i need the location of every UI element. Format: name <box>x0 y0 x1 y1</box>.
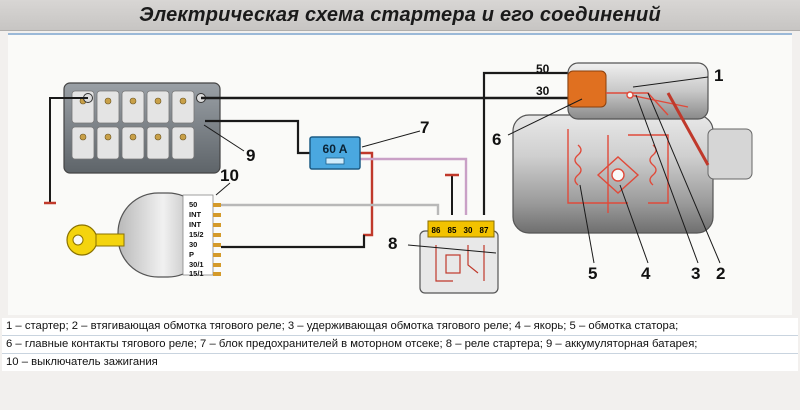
callout-5: 5 <box>588 264 597 283</box>
callout-2: 2 <box>716 264 725 283</box>
relay-pin-30: 30 <box>464 226 473 235</box>
wire-switch-30 <box>221 235 366 249</box>
switch-terminal-labels: 50 INT INT 15/2 30 P 30/1 15/1 <box>189 200 204 278</box>
switch-terminal-pins <box>213 203 221 276</box>
callout-9: 9 <box>246 146 255 165</box>
wire-relay-to-starter-50 <box>482 71 568 215</box>
switch-terminal-label: P <box>189 250 194 259</box>
battery-cells <box>71 90 195 160</box>
relay-coil-symbol <box>435 245 485 282</box>
wire-battery-to-starter-30 <box>201 93 580 100</box>
wire-switch-to-relay-85 <box>221 203 440 215</box>
diagram-panel: 60 A 86 85 30 87 50 INT INT 15/2 30 <box>8 33 792 315</box>
starter-motor <box>512 62 753 234</box>
relay-pin-85: 85 <box>448 226 457 235</box>
switch-terminal-label: 30 <box>189 240 197 249</box>
switch-terminal-label: 50 <box>189 200 197 209</box>
traction-relay-cap <box>567 70 607 108</box>
starter-nose <box>707 128 753 180</box>
ignition-switch: 50 INT INT 15/2 30 P 30/1 15/1 <box>66 192 221 278</box>
callout-4: 4 <box>641 264 651 283</box>
callout-7: 7 <box>420 118 429 137</box>
callout-10: 10 <box>220 166 239 185</box>
starter-internal-schematic <box>567 91 689 213</box>
starter-drive-lever <box>666 92 710 166</box>
wire-battery-to-fuse <box>205 119 310 155</box>
wire-fuse-to-relay-86 <box>360 157 468 215</box>
legend-line: 6 – главные контакты тягового реле; 7 – … <box>2 336 798 354</box>
ground-symbol-battery <box>44 97 88 205</box>
legend-line: 10 – выключатель зажигания <box>6 356 158 368</box>
callout-leaders <box>203 76 721 264</box>
legend-line: 1 – стартер; 2 – втягивающая обмотка тяг… <box>2 318 798 336</box>
callout-6: 6 <box>492 130 501 149</box>
callout-8: 8 <box>388 234 397 253</box>
switch-terminal-label: 15/2 <box>189 230 204 239</box>
fuse-block: 60 A <box>309 136 361 170</box>
relay-pin-87: 87 <box>480 226 489 235</box>
ignition-key <box>66 224 125 256</box>
switch-terminal-label: 30/1 <box>189 260 204 269</box>
starter-terminal-50-label: 50 <box>536 62 550 76</box>
fuse-rating: 60 A <box>323 142 348 156</box>
relay-pin-86: 86 <box>432 226 441 235</box>
callout-1: 1 <box>714 66 723 85</box>
starter-relay: 86 85 30 87 <box>419 220 499 294</box>
callout-3: 3 <box>691 264 700 283</box>
battery-plugs <box>79 97 187 141</box>
wire-fuse-to-relay <box>360 151 374 237</box>
starter-terminal-30-label: 30 <box>536 84 550 98</box>
battery <box>63 82 221 174</box>
switch-terminal-label: INT <box>189 220 202 229</box>
switch-terminal-label: INT <box>189 210 202 219</box>
title-bar: Электрическая схема стартера и его соеди… <box>0 0 800 31</box>
diagram-title: Электрическая схема стартера и его соеди… <box>139 3 661 26</box>
legend: 1 – стартер; 2 – втягивающая обмотка тяг… <box>2 318 798 371</box>
starter-wiring-diagram: 60 A 86 85 30 87 50 INT INT 15/2 30 <box>44 62 753 294</box>
switch-terminal-label: 15/1 <box>189 269 204 278</box>
